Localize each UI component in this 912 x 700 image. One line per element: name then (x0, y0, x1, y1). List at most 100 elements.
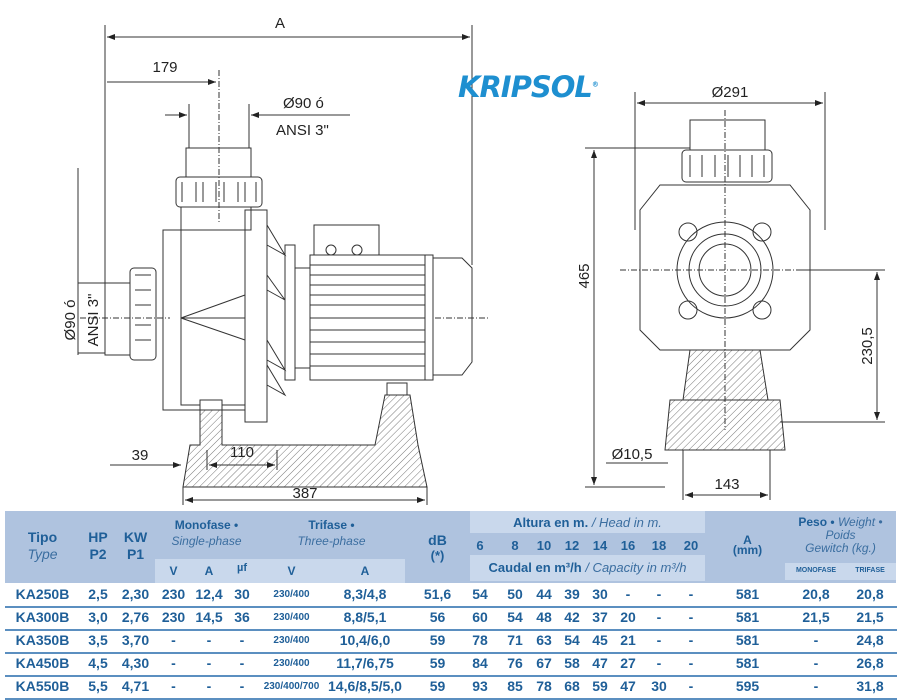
capacity-cell: 58 (564, 655, 580, 671)
db-cell: 51,6 (423, 586, 452, 602)
capacity-cell: 48 (536, 609, 552, 625)
mono-uf-cell: 36 (234, 609, 250, 625)
header-mm: (mm) (732, 543, 763, 557)
weight-tri-cell: 24,8 (856, 632, 884, 648)
capacity-cell: 63 (536, 632, 552, 648)
weight-mono-cell: - (813, 678, 819, 694)
dim-143-label: 143 (714, 476, 739, 493)
capacity-cell: 71 (507, 632, 523, 648)
header-weight-en: Weight • (837, 515, 883, 529)
table-header: Tipo Type HP P2 KW P1 Monofase • Single-… (5, 511, 896, 583)
capacity-cell: - (656, 655, 662, 671)
capacity-cell: 68 (564, 678, 580, 694)
capacity-cell: 93 (472, 678, 488, 694)
tipo-cell: KA350B (15, 632, 70, 648)
header-p2: P2 (89, 546, 107, 562)
hp-cell: 5,5 (88, 678, 108, 694)
kw-cell: 2,30 (121, 586, 150, 602)
header-gewitch: Gewitch (kg.) (805, 541, 876, 555)
mono-uf-cell: - (239, 655, 245, 671)
header-head-5: 16 (620, 538, 636, 553)
weight-tri-cell: 21,5 (856, 609, 884, 625)
db-cell: 59 (429, 678, 446, 694)
front-view (585, 92, 885, 500)
capacity-cell: - (688, 586, 694, 602)
header-weight-tri: TRIFASE (855, 567, 885, 574)
weight-mono-cell: 21,5 (802, 609, 830, 625)
capacity-cell: 59 (592, 678, 608, 694)
kw-cell: 4,30 (121, 655, 150, 671)
hp-cell: 4,5 (88, 655, 108, 671)
header-type: Type (27, 546, 58, 562)
capacity-cell: 44 (536, 586, 552, 602)
capacity-cell: 76 (507, 655, 523, 671)
dim-230-5-label: 230,5 (859, 327, 876, 365)
header-head-0: 6 (476, 538, 484, 553)
side-view (77, 25, 490, 505)
capacity-cell: 85 (507, 678, 523, 694)
capacity-cell: 47 (592, 655, 608, 671)
kw-cell: 2,76 (121, 609, 150, 625)
length-a-cell: 581 (735, 632, 760, 648)
header-db: dB (428, 532, 447, 548)
capacity-cell: 54 (507, 609, 523, 625)
weight-tri-cell: 20,8 (856, 586, 884, 602)
header-trifase: Trifase • (308, 518, 355, 532)
tri-a-cell: 14,6/8,5/5,0 (328, 678, 402, 694)
capacity-cell: 67 (536, 655, 552, 671)
tri-a-cell: 10,4/6,0 (339, 632, 391, 648)
weight-mono-cell: - (813, 655, 819, 671)
mono-v-cell: - (171, 678, 176, 694)
header-tri-a: A (360, 564, 370, 578)
mono-a-cell: - (206, 632, 212, 648)
capacity-cell: - (688, 609, 694, 625)
capacity-cell: - (688, 655, 694, 671)
hp-cell: 3,5 (88, 632, 108, 648)
tipo-cell: KA450B (15, 655, 70, 671)
header-weight: Peso • Weight • Poids Gewitch (kg.) (785, 516, 896, 555)
header-tipo: Tipo (27, 529, 58, 545)
header-kw: KW (123, 529, 148, 545)
weight-tri-cell: 31,8 (856, 678, 884, 694)
capacity-cell: 47 (620, 678, 636, 694)
capacity-cell: 20 (620, 609, 636, 625)
length-a-cell: 581 (735, 609, 760, 625)
mono-uf-cell: - (239, 678, 245, 694)
tri-v-cell: 230/400 (273, 635, 310, 646)
capacity-cell: 39 (564, 586, 580, 602)
logo-text: KRIPSOL (458, 70, 593, 104)
mono-v-cell: - (171, 632, 176, 648)
length-a-cell: 595 (735, 678, 760, 694)
pump-technical-drawing: A 179 Ø90 ó ANSI 3" Ø90 ó ANSI 3" 39 110… (62, 15, 885, 505)
weight-mono-cell: 20,8 (802, 586, 830, 602)
header-db-note: (*) (430, 548, 445, 563)
tri-v-cell: 230/400/700 (263, 681, 320, 692)
header-altura: Altura en m. / Head in m. (470, 515, 705, 530)
db-cell: 59 (429, 655, 446, 671)
capacity-cell: 27 (620, 655, 636, 671)
capacity-cell: - (656, 632, 662, 648)
header-caudal: Caudal en m³/h / Capacity in m³/h (470, 560, 705, 575)
length-a-cell: 581 (735, 586, 760, 602)
kripsol-logo: KRIPSOL® (458, 70, 599, 104)
capacity-cell: 37 (592, 609, 608, 625)
header-caudal-es: Caudal en m³/h (488, 560, 582, 575)
header-single-phase: Single-phase (171, 534, 242, 548)
header-p1: P1 (126, 546, 145, 562)
header-peso: Peso • (798, 515, 835, 529)
header-head-3: 12 (564, 538, 580, 553)
capacity-cell: 78 (472, 632, 488, 648)
inlet-diameter-label: Ø90 ó (62, 300, 79, 341)
tri-v-cell: 230/400 (273, 612, 310, 623)
capacity-cell: 54 (564, 632, 580, 648)
dim-291-label: Ø291 (712, 84, 749, 101)
tri-v-cell: 230/400 (273, 589, 310, 600)
tri-a-cell: 8,3/4,8 (343, 586, 387, 602)
mono-uf-cell: 30 (234, 586, 250, 602)
header-hp: HP (88, 529, 108, 545)
dim-110-label: 110 (230, 444, 254, 461)
header-mono-v: V (169, 564, 178, 578)
capacity-cell: 84 (472, 655, 488, 671)
capacity-cell: - (688, 678, 694, 694)
hp-cell: 2,5 (88, 586, 108, 602)
